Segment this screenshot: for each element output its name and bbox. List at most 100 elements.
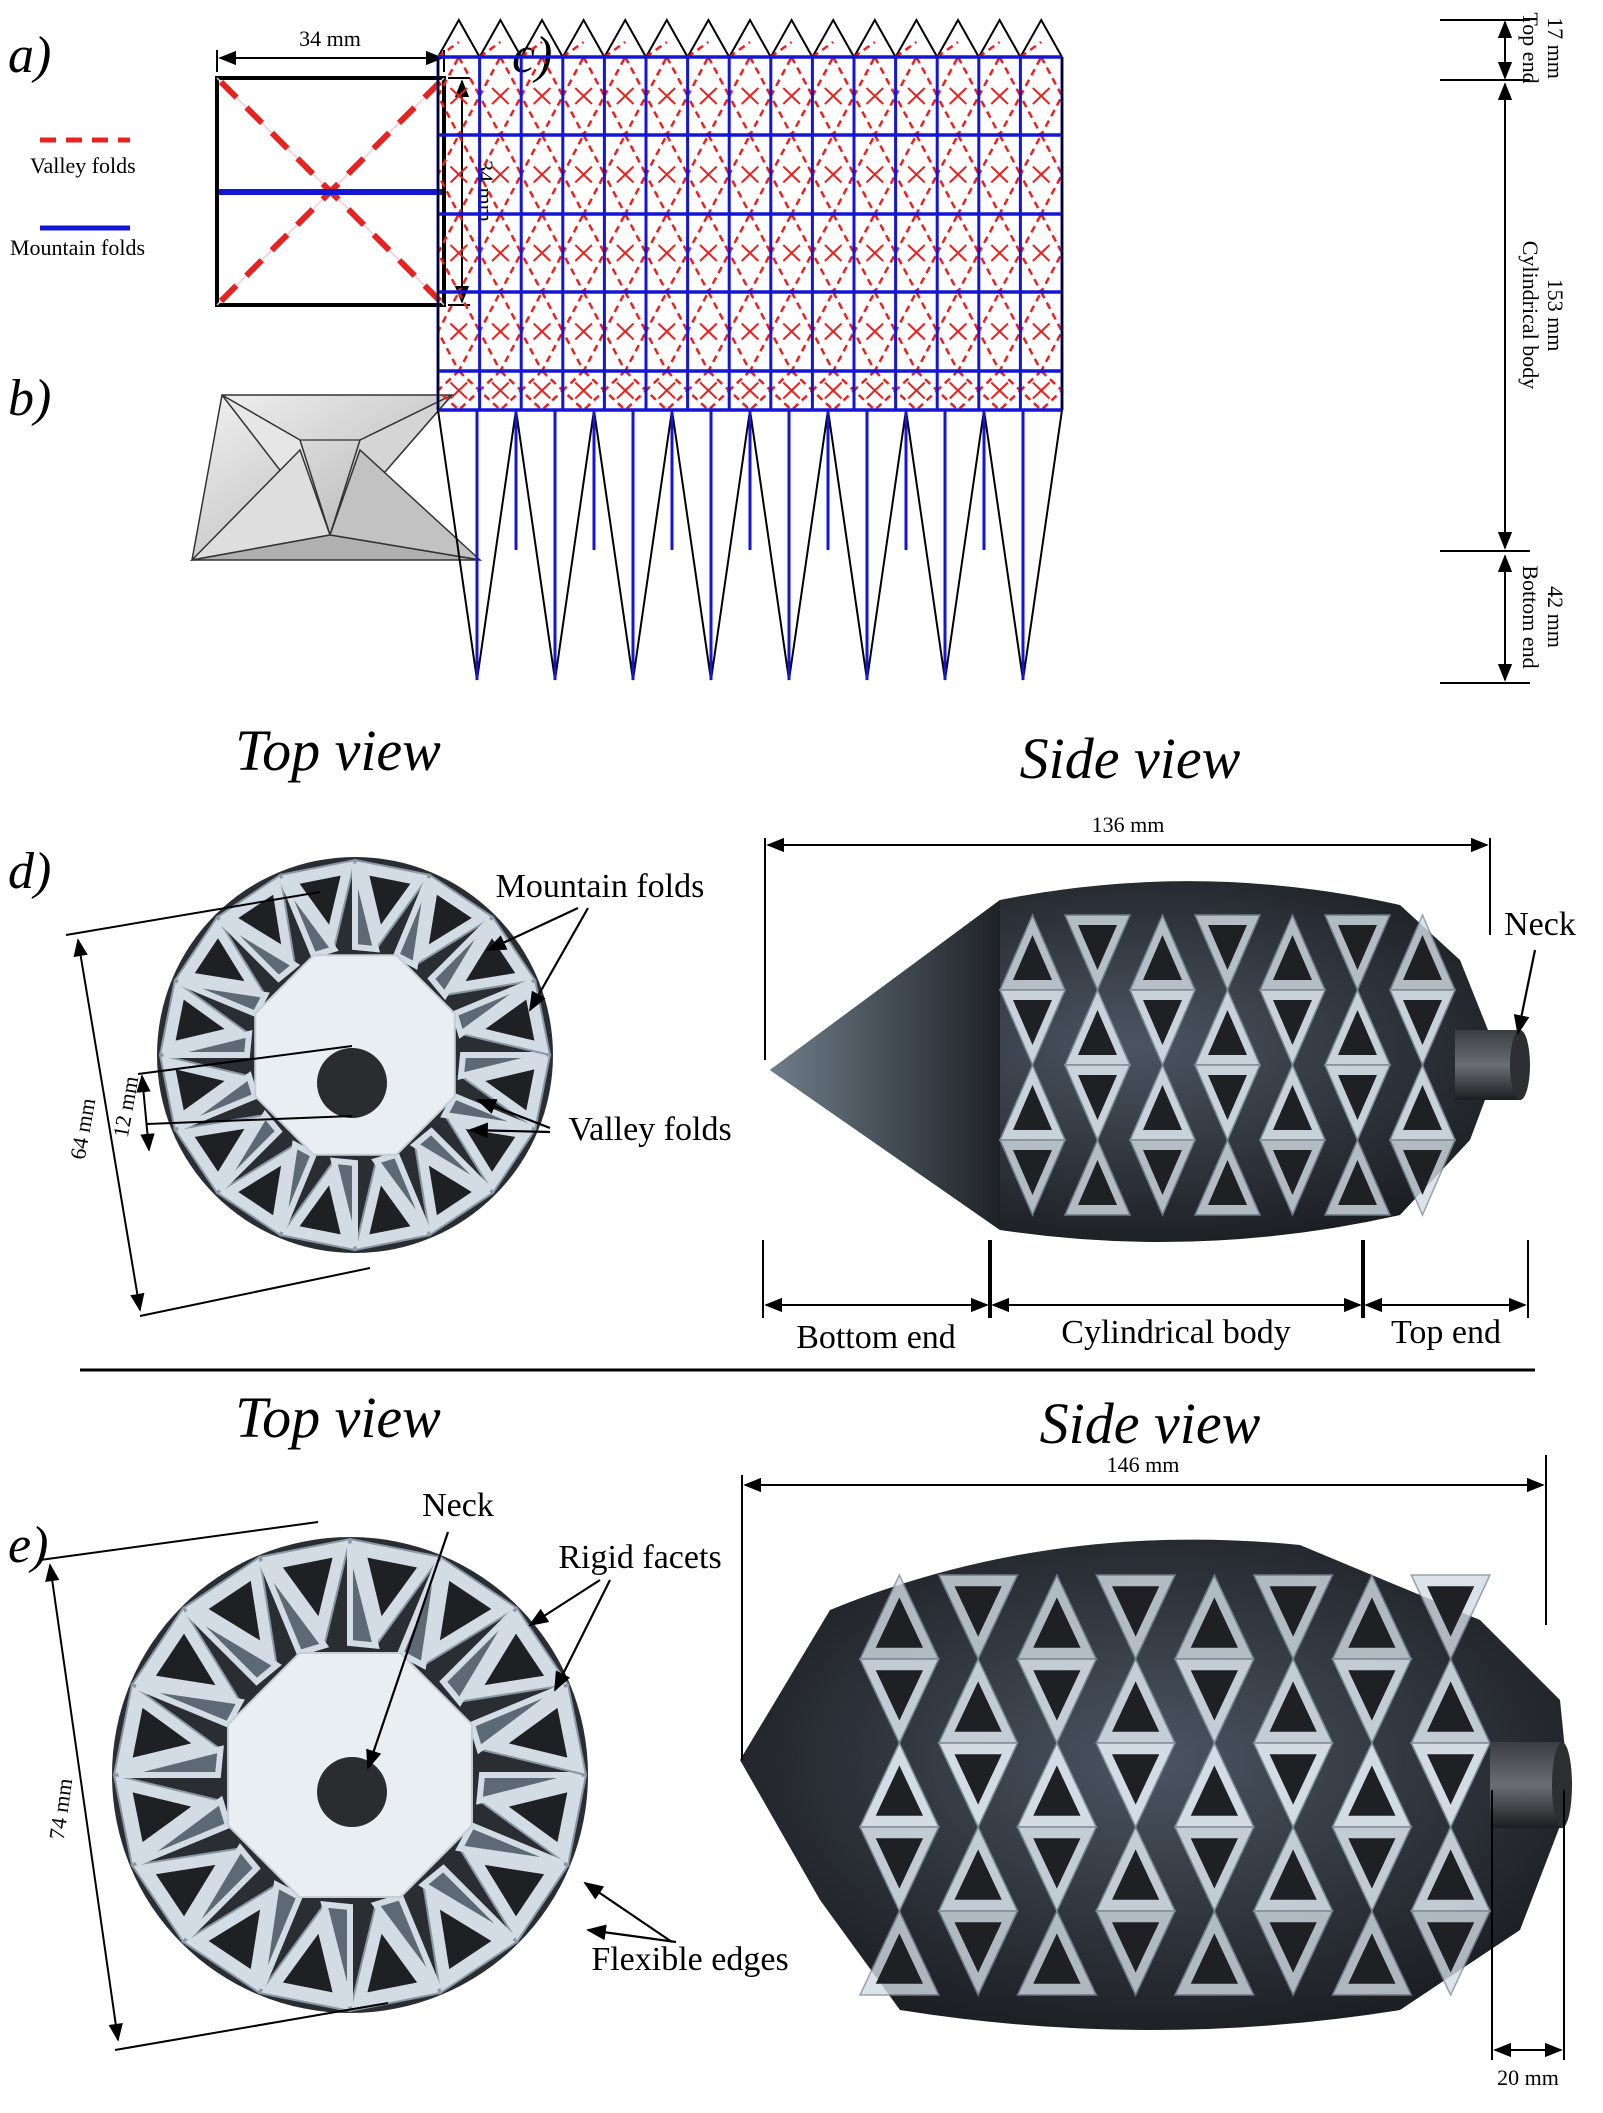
flexible-edge: [427, 917, 493, 1001]
mountain-folds-label: Mountain folds: [496, 868, 705, 905]
mountain-fold-pointer: [486, 907, 579, 951]
cylindrical-body-size-label: 153 mm: [1543, 279, 1568, 352]
flexible-edge: [184, 1608, 282, 1686]
bottom-end-span-label: Bottom end: [796, 1319, 956, 1356]
top-end-triangle: [686, 17, 731, 58]
flexible-edge: [217, 1109, 283, 1193]
flexible-edge: [320, 1901, 353, 2008]
panel-e-letter: e): [8, 1517, 48, 1574]
flexible-edge: [163, 1029, 253, 1058]
flexible-edge: [134, 1795, 232, 1867]
diameter-dimension: [73, 938, 145, 1312]
neck-width-label: 20 mm: [1497, 2065, 1559, 2090]
bottom-end-label: Bottom end: [1518, 565, 1543, 668]
diameter-label: 74 mm: [44, 1777, 77, 1842]
neck-pointer: [1513, 949, 1537, 1035]
neck-label: Neck: [1504, 906, 1576, 943]
flexible-edge: [329, 1157, 358, 1247]
flexible-edge-pointer: [583, 1881, 673, 1943]
facet-ring: [112, 1537, 588, 2013]
flexible-edge: [455, 1821, 565, 1867]
top-end-triangle: [478, 17, 523, 58]
width-dimension-label: 34 mm: [299, 26, 361, 51]
top-end-span-label: Top end: [1391, 1314, 1501, 1351]
flexible-edge: [135, 1683, 245, 1729]
top-end-size-label: 17 mm: [1543, 17, 1568, 79]
valley-fold-pointer: [468, 1122, 551, 1139]
top-end-triangle: [977, 17, 1022, 58]
top-end-triangle: [811, 17, 855, 58]
top-end-triangle: [561, 17, 606, 58]
valley-folds-label: Valley folds: [568, 1111, 731, 1148]
flexible-edge: [177, 978, 270, 1018]
panel-e-top-view-title: Top view: [235, 1385, 441, 1450]
facet-mesh: [998, 913, 1457, 1217]
panel-d-top-view-title: Top view: [235, 718, 441, 783]
flexible-edge: [439, 1609, 517, 1707]
flexible-edge: [278, 1140, 318, 1233]
panel-d-letter: d): [8, 843, 51, 900]
panel-c: c) Top end 17 mm Cylindrical body 153 mm…: [436, 12, 1568, 684]
flexible-edge: [176, 1071, 259, 1131]
mountain-fold-pointer: [529, 907, 589, 1012]
facet-ring: [158, 858, 552, 1252]
panel-b: b): [8, 370, 483, 562]
top-end-triangle: [894, 17, 939, 58]
valley-fold-pointer: [476, 1098, 551, 1130]
flexible-edge-pointer: [586, 1924, 677, 1944]
valley-legend-label: Valley folds: [30, 153, 136, 178]
diameter-extension-line: [65, 891, 321, 936]
panel-d-side-view-title: Side view: [1020, 726, 1241, 791]
panel-e: Top view Side view e) 74 mm Neck Rigid f…: [8, 1385, 1572, 2090]
bottom-end-size-label: 42 mm: [1543, 586, 1568, 648]
flexible-edge: [258, 1559, 330, 1657]
top-end-triangle: [645, 17, 689, 58]
panel-a: a) Valley folds Mountain folds 34 mm 34 …: [8, 26, 498, 307]
flexible-edge: [476, 1772, 583, 1805]
flexible-edge: [347, 1542, 380, 1649]
folded-unit-cell-illustration: [189, 394, 483, 562]
top-end-triangle: [520, 17, 564, 58]
neck-diameter-dimension: [136, 1074, 155, 1152]
facet-mesh: [858, 1573, 1492, 1997]
rigid-facet-pointer: [528, 1579, 601, 1627]
top-end-triangle: [603, 17, 647, 58]
top-view-render: [157, 857, 553, 1253]
neck-label: Neck: [422, 1487, 494, 1524]
flexible-edge: [258, 1880, 304, 1990]
flexible-edge: [468, 1683, 566, 1755]
top-end-triangle: [936, 17, 980, 58]
top-end-triangle: [853, 17, 897, 58]
flexible-edge: [457, 1052, 547, 1081]
side-view-render: [740, 1539, 1572, 2030]
rigid-facets-label: Rigid facets: [558, 1539, 721, 1576]
neck-hole: [317, 1757, 387, 1827]
flexible-edge: [117, 1745, 224, 1778]
diameter-extension-line: [139, 1267, 371, 1317]
side-view-render: [770, 881, 1530, 1242]
top-end-triangle: [437, 17, 481, 58]
flexible-edge: [183, 1843, 261, 1941]
panel-a-letter: a): [8, 27, 51, 84]
diameter-label: 64 mm: [65, 1096, 100, 1161]
flexible-edges-label: Flexible edges: [591, 1941, 788, 1978]
panel-e-side-view-title: Side view: [1040, 1391, 1261, 1456]
top-end-triangle: [1019, 17, 1063, 58]
flexible-edge: [392, 877, 432, 970]
neck-diameter-label: 12 mm: [108, 1074, 143, 1139]
length-label: 146 mm: [1107, 1452, 1180, 1477]
cylindrical-body-label: Cylindrical body: [1518, 241, 1543, 389]
panel-b-letter: b): [8, 370, 51, 427]
diameter-dimension: [45, 1563, 123, 2042]
cylindrical-body-span-label: Cylindrical body: [1061, 1314, 1290, 1351]
flexible-edge: [418, 1864, 516, 1942]
flexible-edge: [217, 917, 301, 983]
top-view-render: [112, 1537, 588, 2013]
top-end-triangle: [769, 17, 814, 58]
mountain-legend-label: Mountain folds: [10, 235, 145, 260]
neck-cylinder: [1490, 1742, 1562, 1828]
flexible-edge: [371, 1151, 431, 1234]
neck-pointer: [366, 1531, 450, 1770]
panel-d: Top view Side view d) 64 mm 12 mm Mounta…: [8, 718, 1576, 1356]
